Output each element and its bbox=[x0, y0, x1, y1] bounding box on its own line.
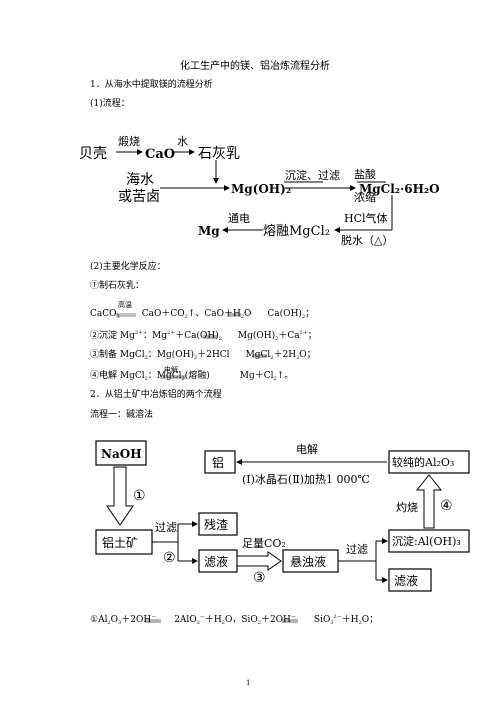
mg-diagram-text: 贝壳 煅烧 CaO 水 石灰乳 海水 或苦卤 Mg(OH)₂ 沉淀、过滤 盐酸 … bbox=[79, 134, 440, 247]
section2-heading: 2．从铝土矿中冶炼铝的两个流程 bbox=[90, 390, 222, 400]
page-number: 1 bbox=[246, 679, 251, 687]
reactions-label: (2)主要化学反应： bbox=[90, 262, 166, 272]
flow1-label: 流程一：碱溶法 bbox=[90, 410, 154, 420]
equation-4: ④电解 MgCl2：MgCl2(熔融)Mg＋Cl2↑。 bbox=[90, 371, 294, 382]
node-shell: 贝壳 bbox=[79, 145, 107, 162]
mg-diagram-arrows bbox=[116, 149, 393, 233]
edge-hcl: 盐酸 bbox=[354, 167, 376, 181]
edge-water: 水 bbox=[177, 135, 188, 148]
node-molten-mgcl2: 熔融MgCl₂ bbox=[263, 224, 330, 239]
edge-dehydrate: 脱水（△） bbox=[341, 233, 393, 247]
al-diagram-text: NaOH 铝 电解 (Ⅰ)冰晶石(Ⅱ)加热1 000℃ 较纯的Al₂O₃ ① 铝… bbox=[101, 442, 461, 588]
section1-heading: 1．从海水中提取镁的流程分析 bbox=[90, 80, 213, 90]
al-diagram-boxes bbox=[95, 440, 470, 592]
edge-cryolite-heat: (Ⅰ)冰晶石(Ⅱ)加热1 000℃ bbox=[242, 473, 370, 486]
step-1: ① bbox=[133, 488, 146, 504]
node-residue: 残渣 bbox=[204, 518, 228, 532]
step-3: ③ bbox=[253, 570, 266, 586]
page-title: 化工生产中的镁、铝冶炼流程分析 bbox=[180, 61, 330, 72]
edge-filter-1: 过滤 bbox=[155, 521, 177, 534]
node-al-oh3-precipitate: 沉淀:Al(OH)₃ bbox=[392, 534, 461, 548]
node-mg: Mg bbox=[198, 224, 220, 238]
node-naoh: NaOH bbox=[101, 447, 142, 461]
step-4: ④ bbox=[440, 498, 453, 514]
edge-electrify: 通电 bbox=[228, 212, 250, 225]
node-seawater: 海水 bbox=[126, 172, 154, 188]
node-aluminum: 铝 bbox=[212, 455, 224, 470]
node-filtrate-1: 滤液 bbox=[204, 554, 228, 569]
flow-label: (1)流程： bbox=[90, 99, 130, 109]
reaction-1-label: ①制石灰乳： bbox=[90, 281, 145, 291]
step-2: ② bbox=[163, 550, 176, 566]
equation-al-1: ①Al2O3＋2OH－2AlO2－＋H2O，SiO2＋2OH－SiO32－＋H2… bbox=[90, 614, 379, 626]
condition-electrolysis: 电解 bbox=[164, 366, 178, 374]
edge-precip-filter: 沉淀、过滤 bbox=[285, 168, 340, 182]
node-bittern: 或苦卤 bbox=[118, 189, 160, 205]
node-bauxite: 铝土矿 bbox=[102, 535, 138, 550]
edge-excess-co2: 足量CO₂ bbox=[242, 537, 286, 550]
node-mgcl2-hydrate: MgCl₂·6H₂O bbox=[359, 182, 440, 196]
node-suspension: 悬浊液 bbox=[290, 554, 326, 569]
equation-rules bbox=[116, 313, 298, 623]
node-lime: 石灰乳 bbox=[198, 146, 240, 162]
edge-concentrate: 浓缩 bbox=[354, 191, 376, 204]
al-diagram-arrows bbox=[106, 459, 443, 583]
condition-high-temp: 高温 bbox=[118, 301, 132, 309]
node-mgoh2: Mg(OH)₂ bbox=[231, 182, 291, 196]
node-cao: CaO bbox=[145, 147, 175, 162]
edge-filter-2: 过滤 bbox=[346, 543, 368, 556]
edge-calcine: 煅烧 bbox=[118, 134, 140, 148]
edge-calcine: 灼烧 bbox=[396, 500, 418, 514]
node-filtrate-2: 滤液 bbox=[394, 573, 418, 588]
edge-electrolysis: 电解 bbox=[296, 442, 318, 456]
edge-hcl-gas: HCl气体 bbox=[344, 211, 388, 225]
node-pure-al2o3: 较纯的Al₂O₃ bbox=[392, 455, 454, 469]
